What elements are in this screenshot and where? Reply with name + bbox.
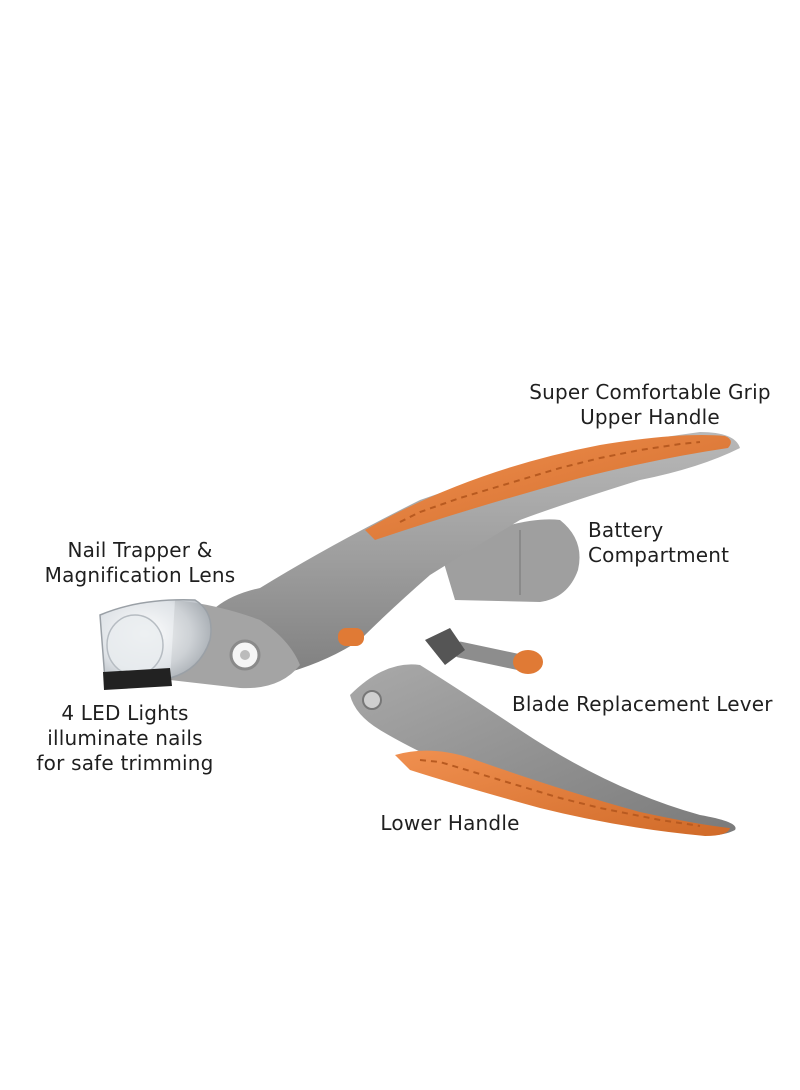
blade-lever-shape (425, 628, 543, 674)
lower-handle-label: Lower Handle (380, 811, 520, 835)
upper-handle-label: Super Comfortable Grip Upper Handle (529, 380, 771, 429)
battery-compartment-label: Battery Compartment (588, 518, 730, 567)
upper-handle-shape (195, 432, 740, 684)
led-lights-label: 4 LED Lights illuminate nails for safe t… (36, 701, 214, 775)
lower-handle-shape (350, 664, 736, 836)
nail-trapper-label: Nail Trapper & Magnification Lens (44, 538, 236, 587)
magnification-lens-shape (99, 599, 212, 690)
blade-replacement-lever-label: Blade Replacement Lever (512, 692, 773, 716)
